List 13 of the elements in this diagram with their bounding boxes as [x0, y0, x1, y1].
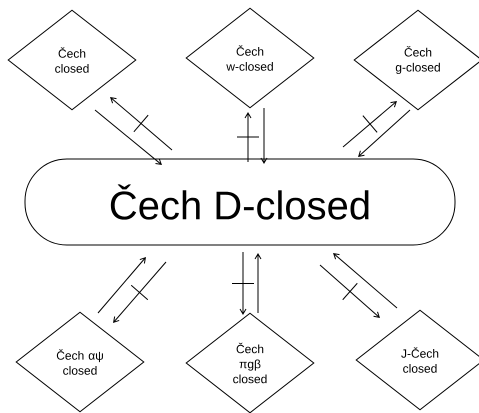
- negated-arrow: [342, 101, 397, 148]
- negated-arrow: [110, 97, 172, 150]
- arrow: [260, 108, 268, 164]
- arrow: [333, 253, 398, 308]
- rounded-box: Čech D-closed: [24, 158, 456, 246]
- negated-arrow: [113, 262, 166, 323]
- negated-arrow: [236, 112, 260, 162]
- arrow: [254, 253, 262, 314]
- negated-arrow: [320, 264, 380, 318]
- arrow: [98, 257, 146, 314]
- negated-arrow: [232, 252, 254, 315]
- arrow: [94, 110, 162, 165]
- arrow: [358, 110, 410, 157]
